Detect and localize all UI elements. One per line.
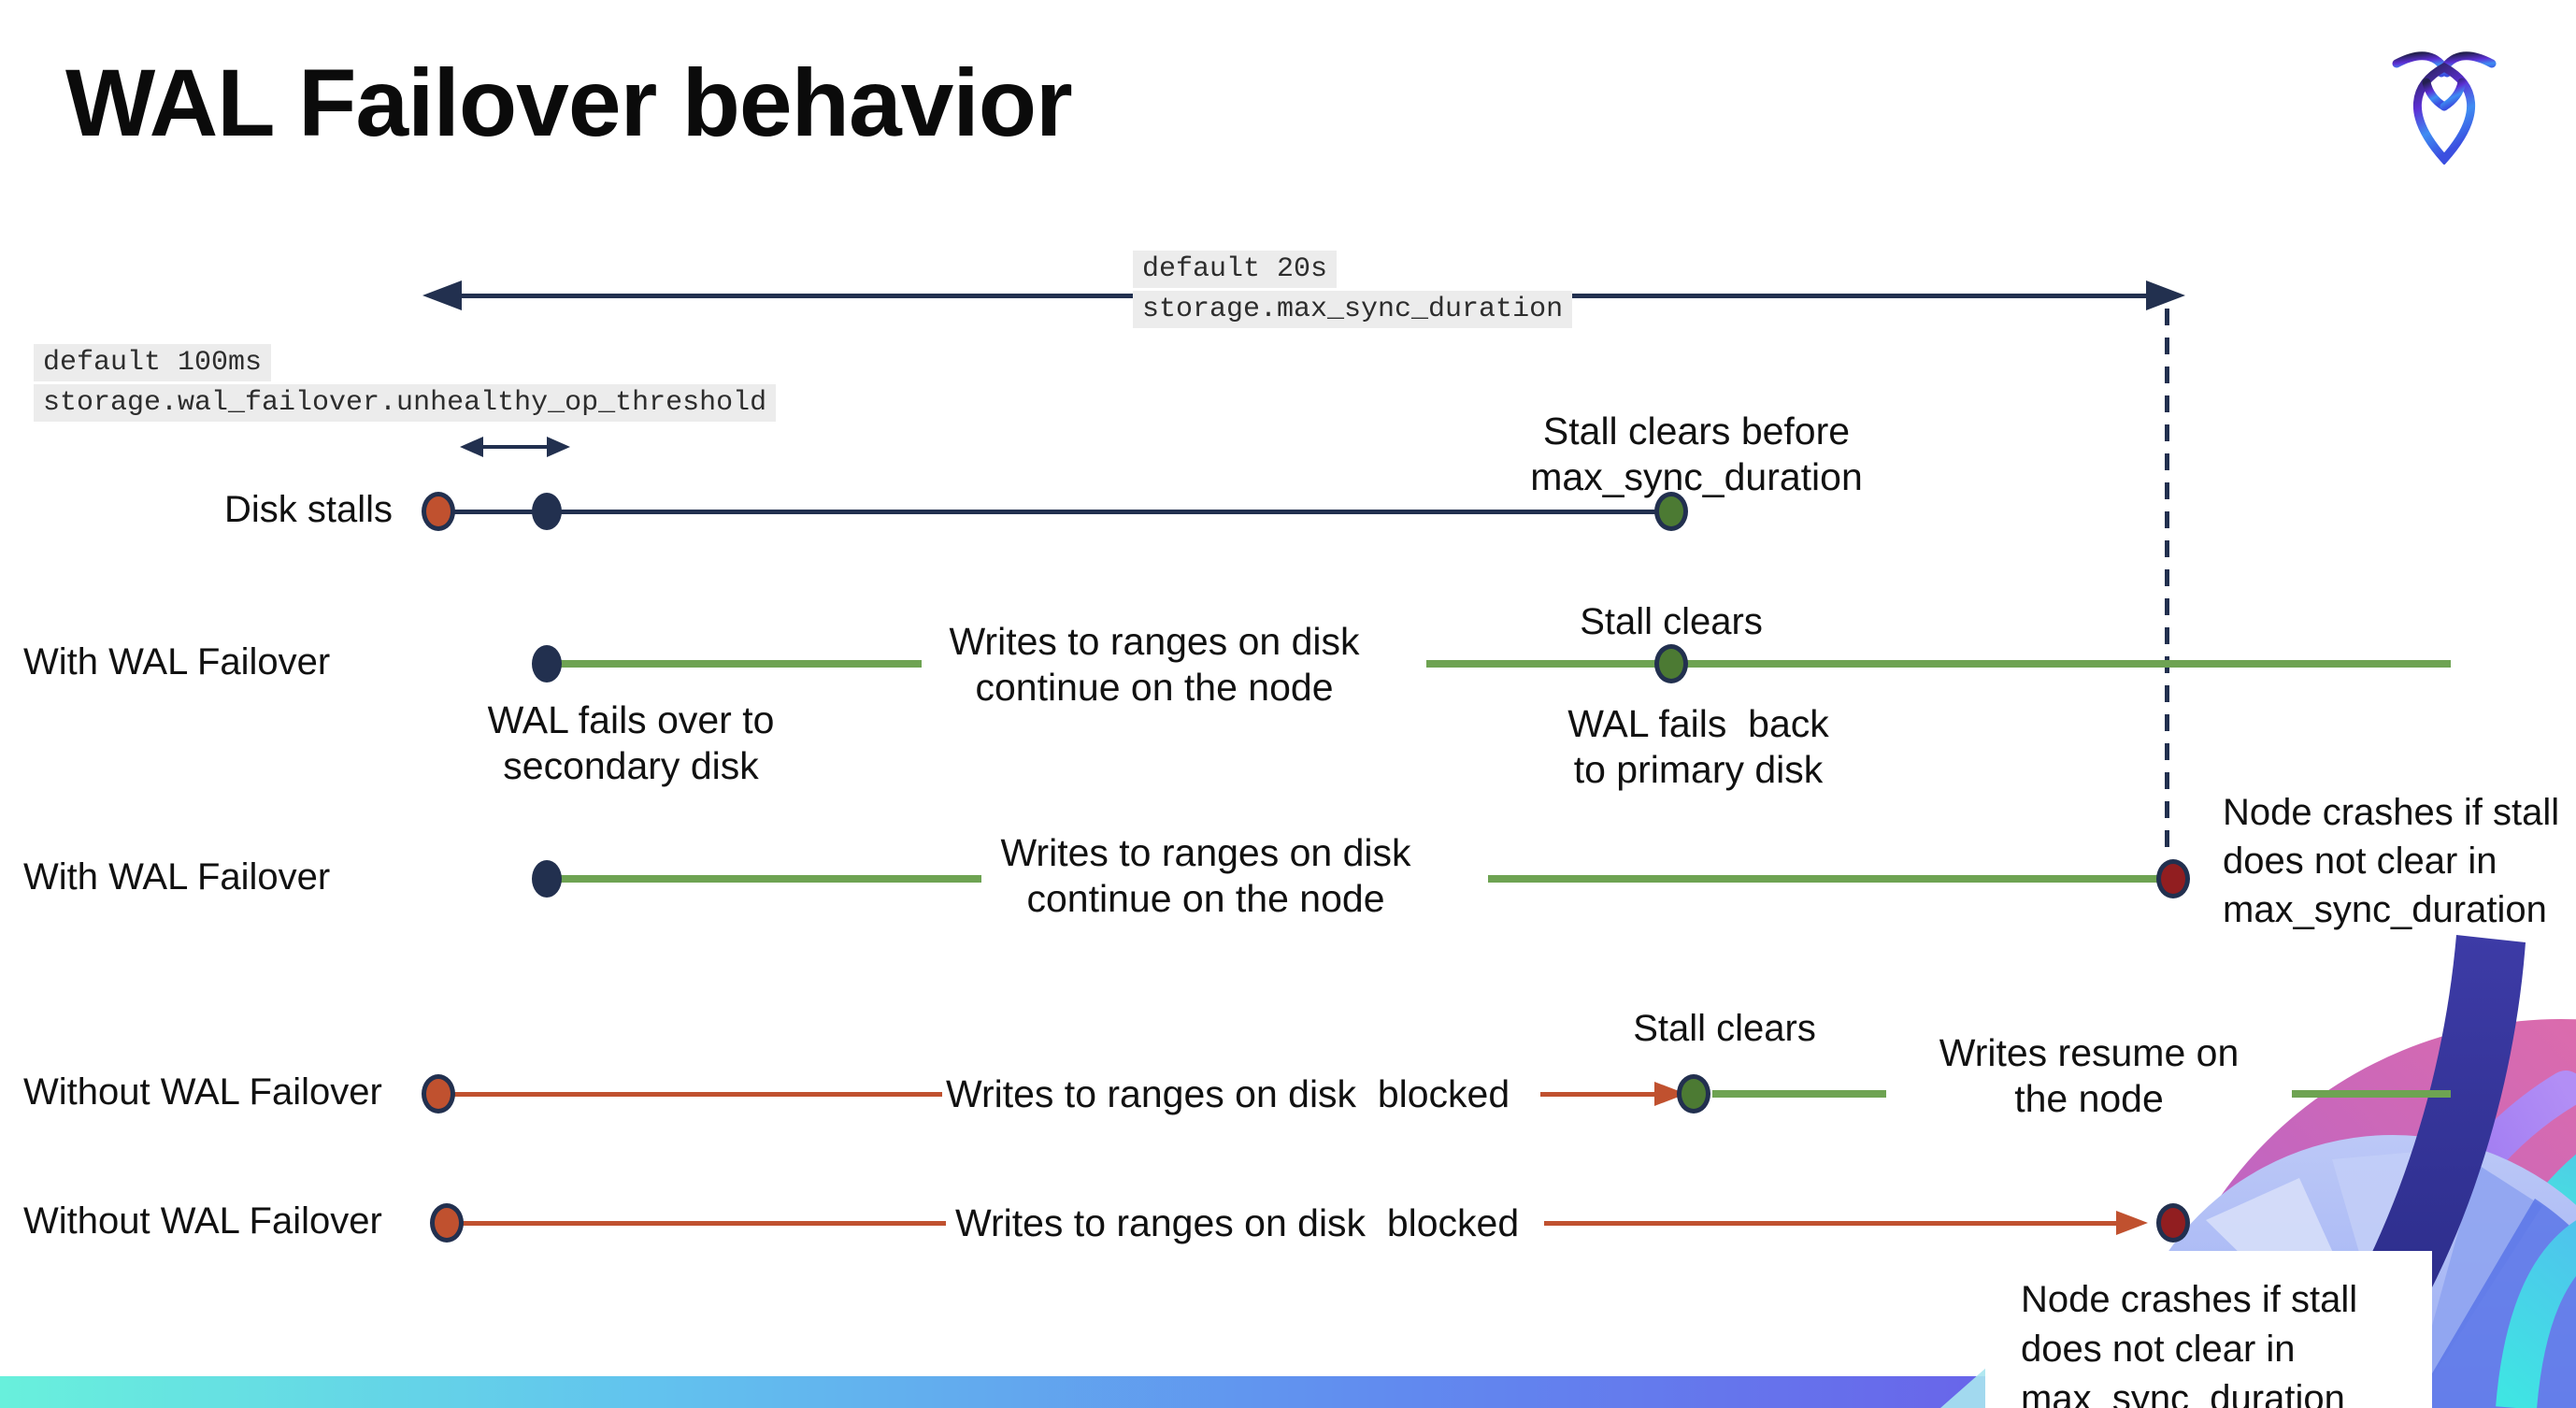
writes-blocked-note-2: Writes to ranges on disk blocked <box>955 1201 1520 1244</box>
node-crash-note-2: Node crashes if stall does not clear in … <box>2021 1279 2358 1408</box>
writes-continue-line-2 <box>1426 660 2451 668</box>
writes-continue-note-2: Writes to ranges on disk continue on the… <box>1000 831 1411 921</box>
writes-continue-line-3 <box>559 875 981 883</box>
cockroachdb-logo-icon <box>2392 51 2497 165</box>
stall-clears-dot-2 <box>1654 644 1688 683</box>
stall-clears-dot <box>1654 492 1688 531</box>
writes-continue-line-4 <box>1488 875 2161 883</box>
page-title: WAL Failover behavior <box>65 50 1073 156</box>
max-sync-setting-text: storage.max_sync_duration <box>1133 291 1573 328</box>
writes-blocked-line-2 <box>462 1221 946 1226</box>
unhealthy-op-threshold-label: default 100ms storage.wal_failover.unhea… <box>34 344 777 422</box>
node-crash-note-1: Node crashes if stall does not clear in … <box>2223 792 2560 930</box>
max-sync-default-text: default 20s <box>1133 251 1338 288</box>
row-label-with-wal-1: With WAL Failover <box>23 641 331 682</box>
node-crash-callout: Node crashes if stall does not clear in … <box>1985 1251 2432 1408</box>
writes-blocked-arrow-line-1 <box>1540 1092 1659 1097</box>
threshold-arrow-left-head-icon <box>460 437 483 457</box>
stall-start-dot-2 <box>422 1074 455 1113</box>
stall-clears-note-2: Stall clears <box>1580 601 1763 642</box>
row-label-without-wal-2: Without WAL Failover <box>23 1200 382 1242</box>
writes-continue-note-1: Writes to ranges on disk continue on the… <box>949 620 1360 710</box>
stall-start-dot-3 <box>430 1203 464 1243</box>
arrow-right-head-icon <box>2146 280 2185 310</box>
writes-blocked-arrow-line-2 <box>1544 1221 2120 1226</box>
stall-start-dot <box>422 492 455 531</box>
threshold-arrow-line <box>472 445 556 449</box>
threshold-arrow-right-head-icon <box>547 437 570 457</box>
writes-resume-note: Writes resume on the node <box>1939 1031 2240 1121</box>
stall-clears-note-3: Stall clears <box>1633 1008 1816 1049</box>
max-sync-duration-label: default 20s storage.max_sync_duration <box>1133 251 1573 328</box>
blocked-arrow-head-icon-2 <box>2116 1211 2148 1235</box>
threshold-dot <box>532 493 562 530</box>
writes-resume-line-2 <box>2292 1090 2451 1098</box>
row-label-without-wal-1: Without WAL Failover <box>23 1071 382 1113</box>
writes-blocked-note-1: Writes to ranges on disk blocked <box>946 1072 1510 1115</box>
stall-clears-dot-3 <box>1677 1074 1710 1113</box>
writes-resume-line-1 <box>1712 1090 1886 1098</box>
node-crash-dot-2 <box>2156 1203 2190 1243</box>
disk-stalls-timeline <box>438 510 1671 514</box>
failover-note: WAL fails over to secondary disk <box>487 698 775 788</box>
stall-clears-before-note: Stall clears before max_sync_duration <box>1530 409 1863 499</box>
unhealthy-op-setting-text: storage.wal_failover.unhealthy_op_thresh… <box>34 384 777 422</box>
max-sync-dashed-line <box>2165 309 2169 849</box>
writes-continue-line-1 <box>559 660 922 668</box>
failover-dot-2 <box>532 860 562 898</box>
writes-blocked-line-1 <box>454 1092 942 1097</box>
unhealthy-op-default-text: default 100ms <box>34 344 272 381</box>
row-label-with-wal-2: With WAL Failover <box>23 856 331 898</box>
arrow-left-head-icon <box>422 280 462 310</box>
node-crash-dot-1 <box>2156 859 2190 898</box>
row-label-disk-stalls: Disk stalls <box>223 489 393 530</box>
failback-note: WAL fails back to primary disk <box>1567 702 1829 792</box>
failover-dot <box>532 645 562 682</box>
